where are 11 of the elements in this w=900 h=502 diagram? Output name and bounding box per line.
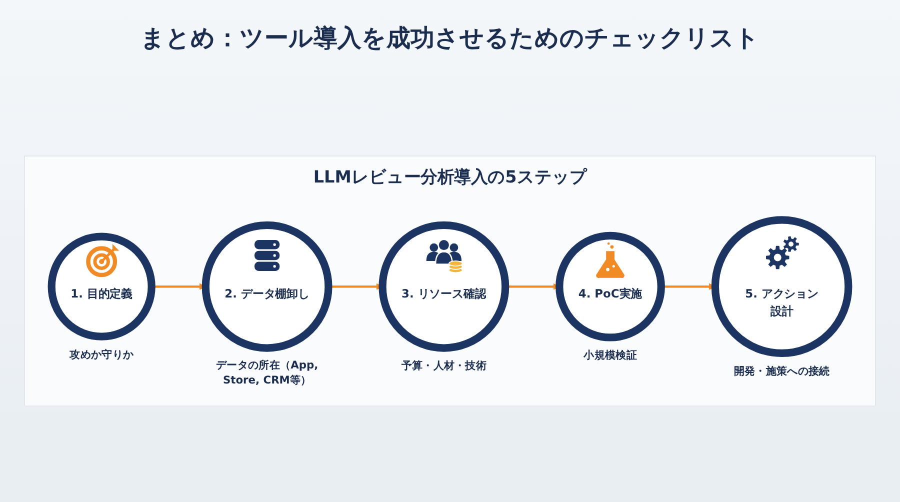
node-circle: 2. データ棚卸し [202,221,332,352]
node-circle: 4. PoC実施 [556,232,665,342]
step-caption: 開発・施策への接続 [734,364,830,380]
step-caption: 予算・人材・技術 [401,359,487,374]
step-caption: データの所在（App, Store, CRM等） [215,358,320,388]
node-circle: 1. 目的定義 [48,232,156,340]
node-circle: 3. リソース確認 [378,221,510,352]
step-caption: 小規模検証 [584,348,637,364]
step-caption: 攻めか守りか [70,348,134,363]
node-circle: 5. アクション設計 [711,216,852,357]
page-title: まとめ：ツール導入を成功させるためのチェックリスト [140,24,760,52]
